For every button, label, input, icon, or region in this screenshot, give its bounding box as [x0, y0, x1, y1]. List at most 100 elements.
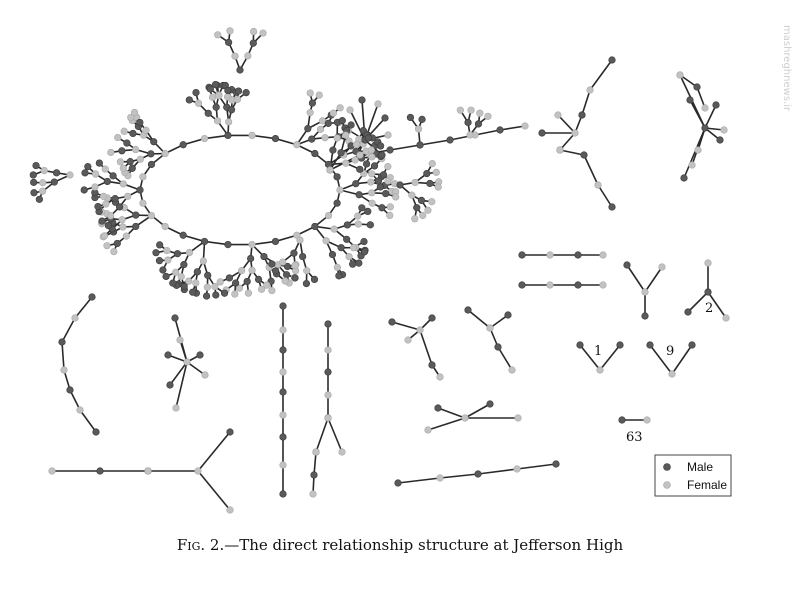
- male-node: [406, 113, 415, 122]
- relationship-edge: [315, 417, 329, 453]
- female-node: [71, 314, 79, 322]
- male-node: [328, 250, 337, 259]
- female-node: [144, 467, 152, 475]
- female-node: [185, 248, 194, 257]
- male-node: [518, 251, 526, 259]
- male-node: [227, 106, 236, 114]
- male-node: [212, 103, 220, 111]
- female-node: [136, 155, 144, 163]
- female-node: [119, 223, 127, 231]
- male-node: [616, 341, 624, 349]
- female-node: [514, 414, 522, 422]
- female-node: [594, 181, 602, 189]
- male-node: [236, 66, 244, 74]
- female-node: [367, 178, 375, 186]
- female-node: [384, 131, 392, 139]
- female-node: [688, 161, 696, 169]
- male-node: [136, 186, 144, 194]
- female-node: [40, 167, 48, 175]
- female-node: [571, 129, 579, 137]
- female-node: [586, 86, 594, 94]
- male-node: [377, 142, 385, 150]
- female-node: [374, 100, 382, 108]
- female-node: [231, 290, 239, 298]
- male-node: [35, 195, 43, 203]
- female-node: [142, 126, 150, 134]
- legend-female-label: Female: [687, 478, 727, 492]
- female-node: [704, 259, 712, 267]
- male-node: [202, 292, 211, 300]
- female-node: [456, 106, 464, 114]
- relationship-edge: [186, 361, 206, 376]
- female-node: [118, 216, 126, 224]
- male-node: [224, 240, 232, 249]
- male-node: [378, 151, 386, 159]
- male-node: [180, 282, 188, 290]
- female-node: [309, 490, 317, 498]
- female-node: [281, 277, 289, 285]
- male-node: [290, 249, 298, 257]
- male-node: [358, 96, 366, 104]
- male-node: [283, 262, 292, 271]
- male-node: [260, 252, 268, 261]
- female-node: [367, 146, 375, 154]
- female-node: [119, 180, 127, 188]
- male-node: [428, 314, 436, 322]
- female-node: [316, 125, 325, 133]
- female-node: [279, 258, 287, 266]
- male-node: [271, 237, 280, 246]
- female-node: [321, 134, 329, 142]
- male-node: [220, 289, 229, 297]
- male-node: [95, 159, 103, 167]
- male-node: [136, 118, 144, 127]
- relationship-edge: [61, 317, 76, 343]
- female-node: [127, 113, 135, 122]
- female-node: [183, 358, 191, 366]
- legend-male-marker: [663, 463, 671, 471]
- male-node: [417, 196, 426, 204]
- female-node: [119, 164, 127, 172]
- male-node: [486, 400, 494, 408]
- male-node: [574, 281, 582, 289]
- male-node: [128, 164, 136, 172]
- relationship-edge: [419, 329, 433, 366]
- female-node: [208, 93, 217, 101]
- relationship-edge: [696, 86, 706, 109]
- female-node: [60, 366, 68, 374]
- male-node: [338, 117, 346, 125]
- female-node: [330, 225, 338, 233]
- female-node: [192, 279, 200, 287]
- male-node: [104, 221, 112, 230]
- female-node: [233, 95, 242, 104]
- female-node: [408, 191, 416, 199]
- female-node: [484, 112, 492, 120]
- female-node: [110, 247, 118, 256]
- male-node: [279, 346, 287, 354]
- female-node: [102, 200, 110, 208]
- relationship-edge: [251, 134, 276, 140]
- female-node: [336, 186, 344, 194]
- legend-male-label: Male: [687, 460, 713, 474]
- legend: Male Female: [654, 454, 732, 497]
- male-node: [623, 261, 631, 269]
- female-node: [177, 273, 185, 281]
- female-node: [336, 104, 344, 112]
- female-node: [203, 283, 211, 291]
- male-node: [310, 471, 318, 479]
- component-count-1: 1: [594, 344, 602, 359]
- male-node: [337, 149, 345, 157]
- relationship-edge: [626, 264, 646, 293]
- female-node: [432, 168, 440, 176]
- relationship-edge: [313, 451, 317, 476]
- male-node: [32, 161, 40, 170]
- female-node: [91, 170, 100, 178]
- male-node: [712, 101, 720, 109]
- relationship-edge: [474, 129, 501, 136]
- male-node: [147, 150, 155, 158]
- male-node: [362, 160, 371, 168]
- male-node: [50, 178, 58, 186]
- female-node: [354, 212, 362, 220]
- male-node: [94, 202, 102, 211]
- male-node: [204, 109, 212, 117]
